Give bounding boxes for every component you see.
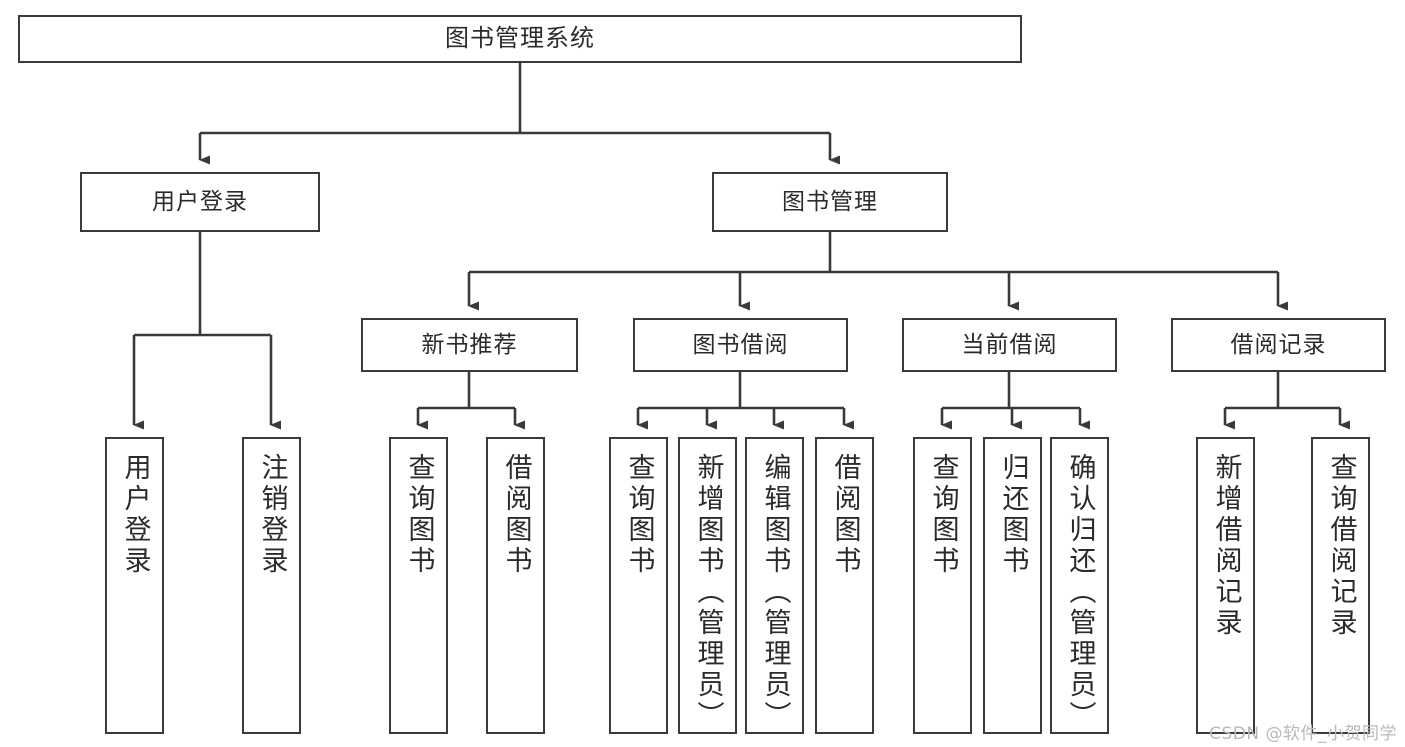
node-label: 新增借阅记录: [1210, 453, 1242, 639]
node-label: 图书管理: [782, 188, 878, 215]
leaf-borrow-books[interactable]: 借阅图书: [815, 437, 874, 734]
node-label: 归还图书: [997, 453, 1029, 577]
node-book-borrow[interactable]: 图书借阅: [633, 318, 848, 372]
node-label: 查询图书: [927, 453, 959, 577]
node-label: 查询借阅记录: [1325, 453, 1357, 639]
leaf-user-login[interactable]: 用户登录: [105, 437, 164, 734]
node-label: 图书管理系统: [445, 24, 595, 53]
node-label: 编辑图书（管理员）: [759, 453, 791, 732]
leaf-edit-book-admin[interactable]: 编辑图书（管理员）: [745, 437, 804, 734]
leaf-query-books-borrow[interactable]: 查询图书: [609, 437, 668, 734]
leaf-borrow-books-recommend[interactable]: 借阅图书: [486, 437, 545, 734]
node-label: 新书推荐: [421, 331, 518, 358]
node-user-login[interactable]: 用户登录: [80, 172, 320, 232]
node-label: 借阅图书: [829, 453, 861, 577]
leaf-query-borrow-record[interactable]: 查询借阅记录: [1311, 437, 1370, 734]
node-label: 查询图书: [403, 453, 435, 577]
leaf-add-book-admin[interactable]: 新增图书（管理员）: [678, 437, 737, 734]
leaf-confirm-return-admin[interactable]: 确认归还（管理员）: [1050, 437, 1109, 734]
node-current-borrow[interactable]: 当前借阅: [902, 318, 1117, 372]
node-label: 注销登录: [256, 453, 288, 577]
node-borrow-record[interactable]: 借阅记录: [1171, 318, 1386, 372]
node-label: 新增图书（管理员）: [692, 453, 724, 732]
node-label: 借阅图书: [500, 453, 532, 577]
node-label: 用户登录: [152, 188, 248, 215]
leaf-query-books-current[interactable]: 查询图书: [913, 437, 972, 734]
node-new-book-recommendation[interactable]: 新书推荐: [361, 318, 578, 372]
node-label: 查询图书: [623, 453, 655, 577]
leaf-return-books[interactable]: 归还图书: [983, 437, 1042, 734]
node-label: 图书借阅: [692, 331, 789, 358]
csdn-watermark: CSDN @软件_小贺同学: [1209, 724, 1397, 744]
node-label: 用户登录: [119, 453, 151, 577]
node-label: 当前借阅: [961, 331, 1058, 358]
leaf-add-borrow-record[interactable]: 新增借阅记录: [1196, 437, 1255, 734]
node-label: 借阅记录: [1230, 331, 1327, 358]
node-root-book-management-system[interactable]: 图书管理系统: [18, 15, 1022, 63]
leaf-logout[interactable]: 注销登录: [242, 437, 301, 734]
leaf-query-books-recommend[interactable]: 查询图书: [389, 437, 448, 734]
node-book-management[interactable]: 图书管理: [712, 172, 948, 232]
node-label: 确认归还（管理员）: [1064, 453, 1096, 732]
